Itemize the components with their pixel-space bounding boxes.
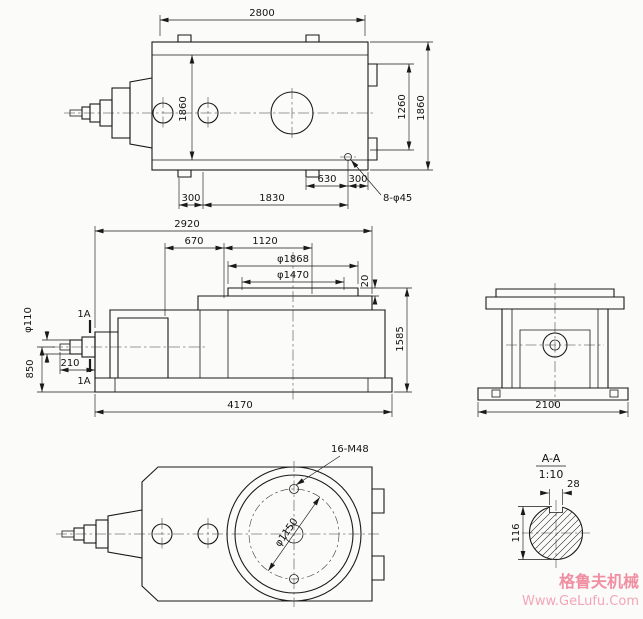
dim-300-right: 300 [348, 174, 367, 185]
dim-630: 630 [317, 174, 336, 185]
dim-2100: 2100 [535, 400, 560, 411]
dim-1260: 1260 [397, 94, 408, 119]
watermark-url: Www.GeLufu.Com [522, 594, 639, 609]
dim-phi1470: φ1470 [277, 270, 309, 281]
section-marker-a-top: 1A [77, 309, 90, 320]
dim-116: 116 [511, 523, 522, 542]
dim-phi1150-group: φ1150 [267, 496, 321, 572]
end-view: 2100 [477, 283, 629, 417]
dim-phi1868: φ1868 [277, 254, 309, 265]
dim-2920: 2920 [174, 219, 199, 230]
dim-28: 28 [567, 479, 580, 490]
dim-1830: 1830 [259, 193, 284, 204]
section-title: A-A [542, 452, 561, 465]
dim-20: 20 [360, 275, 371, 288]
leader-8-phi45: 8-φ45 [350, 159, 412, 204]
section-scale: 1:10 [539, 468, 564, 481]
dim-210: 210 [60, 358, 79, 369]
watermark: 格鲁夫机械 Www.GeLufu.Com [522, 572, 639, 609]
watermark-brand: 格鲁夫机械 [559, 572, 639, 591]
top-view: 2800 1860 1260 1860 630 300 300 1830 8-φ… [64, 8, 433, 209]
holes-label: 8-φ45 [383, 193, 412, 204]
front-view: 2920 670 1120 φ1868 φ1470 20 1585 φ11 [23, 219, 412, 417]
dim-phi110: φ110 [23, 307, 34, 333]
section-marker-a-bottom: 1A [77, 376, 90, 387]
dim-2800: 2800 [249, 8, 274, 19]
leader-16-m48: 16-M48 [295, 444, 369, 486]
bolts-label: 16-M48 [331, 444, 369, 455]
dim-670: 670 [184, 236, 203, 247]
dim-1120: 1120 [252, 236, 277, 247]
dim-1860-left: 1860 [178, 96, 189, 121]
dim-1585: 1585 [395, 326, 406, 351]
dim-850: 850 [25, 359, 36, 378]
section-view: A-A 1:10 28 [511, 452, 590, 568]
dim-4170: 4170 [227, 400, 252, 411]
bottom-view: φ1150 16-M48 [56, 444, 385, 607]
dim-300-left: 300 [181, 193, 200, 204]
dim-1860-right: 1860 [416, 95, 427, 120]
